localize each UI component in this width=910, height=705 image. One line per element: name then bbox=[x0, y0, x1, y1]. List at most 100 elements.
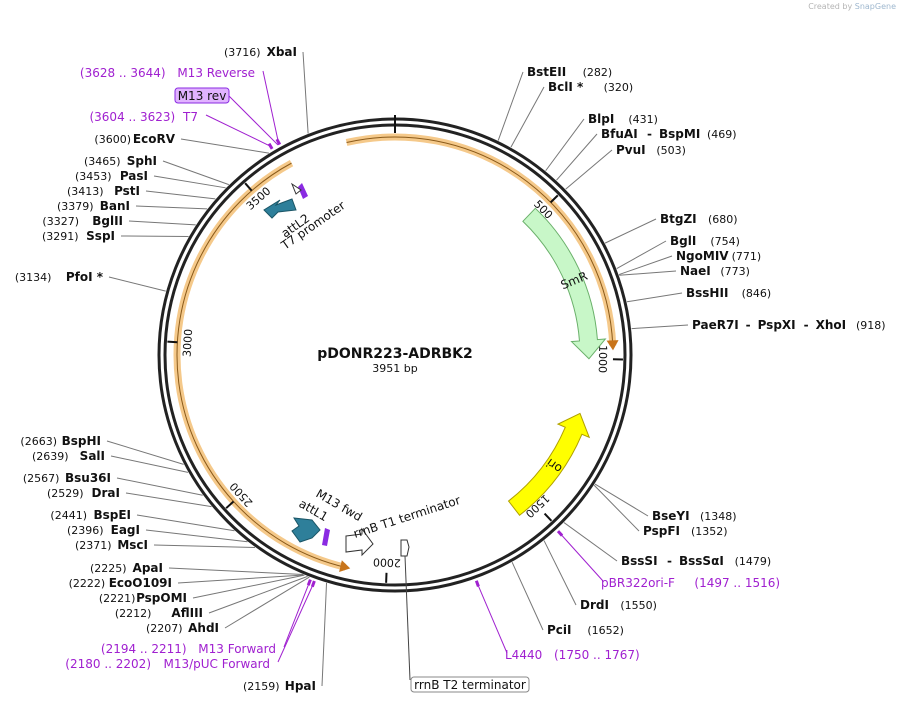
enzyme-left-9: BspHI(2663) bbox=[20, 434, 101, 448]
enzyme-name: BanI bbox=[100, 199, 130, 213]
enzyme-position: (503) bbox=[656, 144, 686, 157]
enzyme-right-9: BssHII (846) bbox=[686, 286, 771, 300]
credit-prefix: Created by bbox=[808, 2, 853, 11]
connector-left-13 bbox=[136, 514, 235, 532]
enzyme-left-7: SspI(3291) bbox=[42, 229, 115, 243]
primer-mark-m13-forward bbox=[306, 579, 312, 586]
enzyme-name: BssSI bbox=[621, 554, 658, 568]
primer-mark-m13-puc-forward bbox=[310, 580, 316, 588]
enzyme-right-1: BclI *(320) bbox=[548, 80, 633, 94]
enzyme-name: BssHII bbox=[686, 286, 728, 300]
connector-left-11 bbox=[116, 477, 203, 496]
connector-left-3 bbox=[153, 175, 226, 189]
connector-left-1 bbox=[180, 138, 270, 154]
enzyme-left-21: HpaI(2159) bbox=[243, 679, 316, 693]
primer-connector-1 bbox=[205, 114, 271, 147]
primer-range: (2194 .. 2211) bbox=[101, 642, 187, 656]
enzyme-name: PfoI * bbox=[66, 270, 104, 284]
enzyme-position: (2212) bbox=[115, 607, 152, 620]
m13-rev-connector bbox=[228, 95, 279, 146]
enzyme-name: DraI bbox=[92, 486, 120, 500]
rrnB-T2-label: rrnB T2 terminator bbox=[414, 678, 526, 692]
tick-label-5: 3000 bbox=[181, 329, 196, 358]
enzyme-position: (2396) bbox=[67, 524, 104, 537]
enzyme-position: (469) bbox=[707, 128, 737, 141]
enzyme-position: (3453) bbox=[75, 170, 112, 183]
enzyme-right-15: PciI(1652) bbox=[547, 623, 624, 637]
primer-label-3: L4440 (1750 .. 1767) bbox=[505, 648, 640, 662]
enzyme-name: PstI bbox=[114, 184, 140, 198]
enzyme-position: (431) bbox=[628, 113, 658, 126]
connector-right-13 bbox=[563, 522, 618, 562]
primer-connector-3 bbox=[476, 583, 508, 654]
enzyme-right-0: BstEII(282) bbox=[527, 65, 612, 79]
enzyme-name: BlpI bbox=[588, 112, 614, 126]
enzyme-name: BseYI bbox=[652, 509, 690, 523]
enzyme-left-4: PstI(3413) bbox=[67, 184, 140, 198]
rrnB-T2-box: rrnB T2 terminator bbox=[410, 676, 530, 693]
primer-name: pBR322ori-F bbox=[601, 576, 675, 590]
connector-left-12 bbox=[125, 492, 212, 508]
tick-label-1: 1000 bbox=[596, 345, 610, 373]
enzyme-left-0: XbaI(3716) bbox=[224, 45, 297, 59]
enzyme-left-18: PspOMI(2221) bbox=[99, 591, 187, 605]
connector-left-6 bbox=[128, 220, 196, 226]
connector-left-21 bbox=[321, 582, 328, 687]
connector-left-14 bbox=[145, 529, 248, 543]
primer-label-4: M13 Forward(2194 .. 2211) bbox=[101, 642, 276, 656]
primer-range: (1750 .. 1767) bbox=[554, 648, 640, 662]
enzyme-name: PvuI bbox=[616, 143, 646, 157]
enzyme-name: BfuAI bbox=[601, 127, 638, 141]
enzyme-name: HpaI bbox=[285, 679, 316, 693]
enzyme-name: SalI bbox=[80, 449, 105, 463]
primer-range: (1497 .. 1516) bbox=[694, 576, 780, 590]
enzyme-left-2: SphI(3465) bbox=[84, 154, 157, 168]
enzyme-position: (3379) bbox=[57, 200, 94, 213]
enzyme-position: (2225) bbox=[90, 562, 127, 575]
enzyme-position: (1352) bbox=[691, 525, 728, 538]
enzyme-position: (754) bbox=[710, 235, 740, 248]
enzyme-left-17: EcoO109I(2222) bbox=[69, 576, 172, 590]
orf-line-left bbox=[176, 162, 346, 568]
connector-right-1 bbox=[510, 86, 545, 148]
connector-left-18 bbox=[192, 574, 305, 599]
connector-right-4 bbox=[565, 149, 613, 190]
tick-mark-4 bbox=[225, 500, 235, 509]
enzyme-name: PspFI bbox=[643, 524, 680, 538]
primer-name: L4440 bbox=[505, 648, 542, 662]
enzyme-right-14: DrdI(1550) bbox=[580, 598, 657, 612]
enzyme-left-11: Bsu36I(2567) bbox=[23, 471, 111, 485]
enzyme-right-4: PvuI (503) bbox=[616, 143, 686, 157]
orf-band bbox=[173, 133, 619, 572]
connector-left-8 bbox=[108, 276, 166, 292]
connector-right-9 bbox=[626, 292, 683, 303]
connector-left-5 bbox=[135, 205, 208, 210]
primer-connector-0 bbox=[262, 70, 279, 142]
rrnB-T1-terminator-feature bbox=[345, 527, 374, 557]
enzyme-name: PaeR7I bbox=[692, 318, 739, 332]
primer-name: M13 Reverse bbox=[177, 66, 255, 80]
tick-label-3: 2000 bbox=[373, 555, 401, 569]
enzyme-name: AflIII bbox=[171, 606, 203, 620]
enzyme-name: Bsu36I bbox=[65, 471, 111, 485]
enzyme-position: (846) bbox=[742, 287, 772, 300]
enzyme-name: SspI bbox=[86, 229, 115, 243]
primer-label-1: T7(3604 .. 3623) bbox=[89, 110, 198, 124]
rrnB-T2-terminator-feature bbox=[400, 539, 411, 681]
enzyme-position: (3465) bbox=[84, 155, 121, 168]
enzyme-position: (2639) bbox=[32, 450, 69, 463]
enzyme-name: PciI bbox=[547, 623, 572, 637]
enzyme-sep: - bbox=[746, 318, 751, 332]
enzyme-name: MscI bbox=[117, 538, 148, 552]
primer-connector-4 bbox=[283, 582, 310, 648]
enzyme-name: AhdI bbox=[188, 621, 219, 635]
enzyme-position: (282) bbox=[583, 66, 613, 79]
primer-range: (3604 .. 3623) bbox=[89, 110, 175, 124]
enzyme-position: (2221) bbox=[99, 592, 136, 605]
connector-right-7 bbox=[618, 255, 673, 276]
enzyme-name: ApaI bbox=[133, 561, 163, 575]
connector-left-15 bbox=[153, 544, 255, 548]
enzyme-left-16: ApaI (2225) bbox=[90, 561, 163, 575]
enzyme-left-13: BspEI(2441) bbox=[50, 508, 131, 522]
